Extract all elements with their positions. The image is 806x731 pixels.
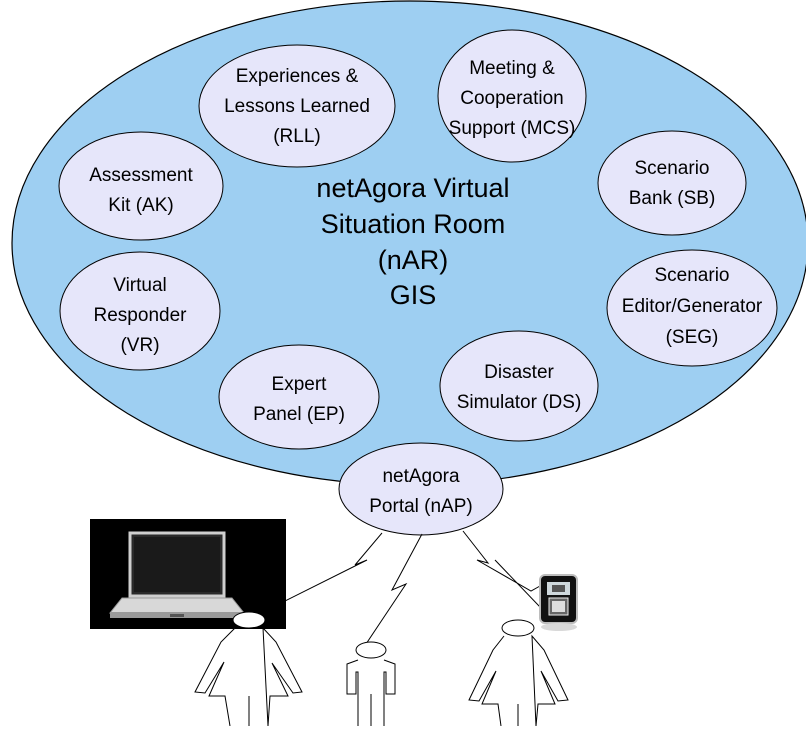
portal-bubble[interactable] (338, 442, 504, 536)
module-sb-line-2: Bank (SB) (629, 188, 716, 209)
module-ep[interactable]: Expert Panel (EP) (218, 344, 380, 450)
module-vr-line-1: Virtual (113, 275, 167, 296)
module-sb-bubble[interactable] (597, 130, 747, 236)
situation-room-ellipse (11, 0, 806, 486)
module-ak-line-1: Assessment (89, 165, 193, 186)
wireless-links (242, 530, 563, 651)
situation-room-label: netAgora Virtual Situation Room (nAR) GI… (316, 173, 509, 310)
module-ep-bubble[interactable] (218, 344, 380, 450)
module-seg-line-2: Editor/Generator (622, 296, 763, 317)
module-rll-line-1: Experiences & (236, 66, 359, 87)
module-mcs-line-3: Support (MCS) (449, 118, 576, 139)
wireless-link-icon (361, 533, 423, 651)
center-line-3: (nAR) (378, 245, 449, 275)
module-ds-line-1: Disaster (484, 362, 554, 383)
module-seg[interactable]: Scenario Editor/Generator (SEG) (606, 249, 778, 367)
module-ds-line-2: Simulator (DS) (457, 392, 582, 413)
person-icon (194, 611, 303, 727)
portal-nap[interactable]: netAgora Portal (nAP) (338, 442, 504, 536)
module-mcs-bubble[interactable] (437, 29, 587, 163)
module-vr-bubble[interactable] (59, 251, 221, 371)
module-mcs-line-1: Meeting & (469, 58, 555, 79)
module-ep-line-1: Expert (272, 374, 328, 395)
module-mcs[interactable]: Meeting & Cooperation Support (MCS) (437, 29, 587, 163)
module-ak-bubble[interactable] (58, 131, 224, 241)
person-icon (468, 619, 569, 727)
module-sb-line-1: Scenario (635, 158, 710, 179)
module-ak-line-2: Kit (AK) (108, 195, 173, 216)
module-ep-line-2: Panel (EP) (253, 404, 345, 425)
module-ds-bubble[interactable] (439, 330, 599, 442)
mobile-phone-icon (539, 574, 578, 631)
module-ds[interactable]: Disaster Simulator (DS) (439, 330, 599, 442)
module-seg-line-1: Scenario (655, 265, 730, 286)
module-ak[interactable]: Assessment Kit (AK) (58, 131, 224, 241)
center-line-1: netAgora Virtual (316, 173, 509, 203)
wireless-link-icon (462, 530, 541, 592)
module-rll-line-3: (RLL) (273, 126, 321, 147)
module-rll-bubble[interactable] (198, 44, 396, 168)
module-seg-line-3: (SEG) (666, 327, 719, 348)
module-seg-bubble[interactable] (606, 249, 778, 367)
portal-line-1: netAgora (382, 466, 460, 487)
center-line-4: GIS (390, 280, 437, 310)
person-icon (346, 641, 396, 726)
module-rll[interactable]: Experiences & Lessons Learned (RLL) (198, 44, 396, 168)
module-vr-line-2: Responder (94, 305, 188, 326)
center-line-2: Situation Room (321, 209, 506, 239)
module-sb[interactable]: Scenario Bank (SB) (597, 130, 747, 236)
module-rll-line-2: Lessons Learned (224, 96, 370, 117)
module-vr-line-3: (VR) (120, 335, 159, 356)
wireless-link-icon (242, 532, 383, 623)
module-mcs-line-2: Cooperation (460, 88, 564, 109)
laptop-icon (90, 519, 286, 629)
portal-line-2: Portal (nAP) (369, 496, 472, 517)
module-vr[interactable]: Virtual Responder (VR) (59, 251, 221, 371)
